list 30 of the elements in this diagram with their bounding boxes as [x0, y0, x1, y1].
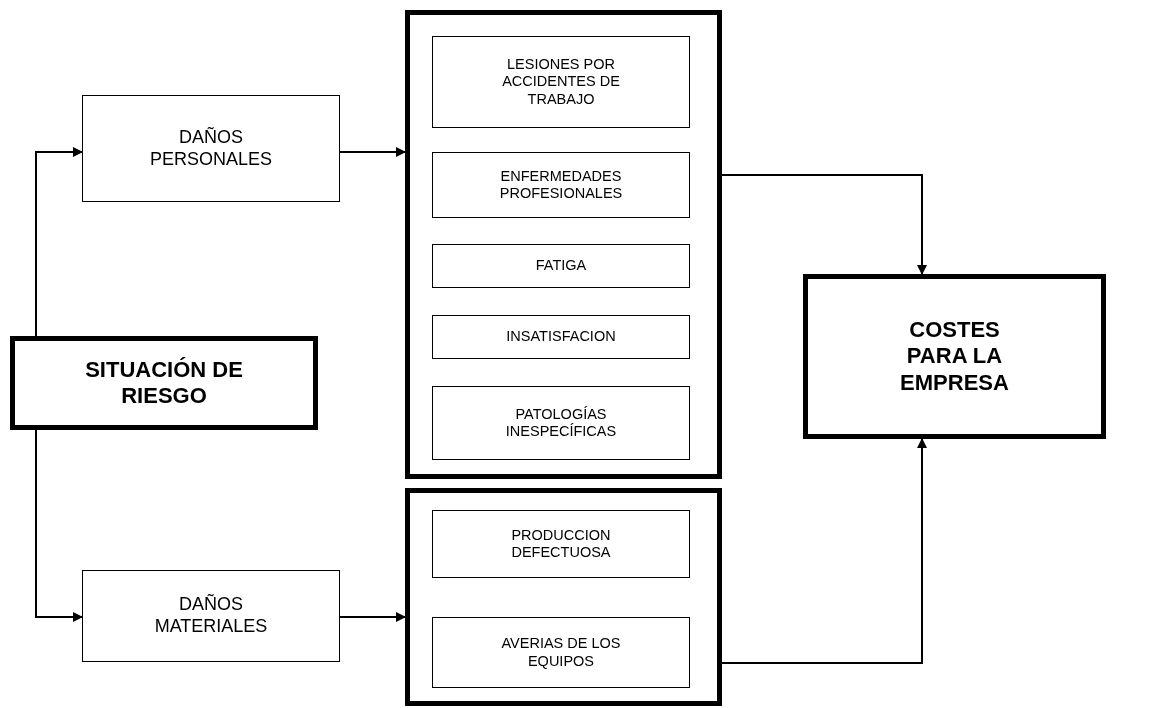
- process-box: [432, 244, 690, 288]
- arrow: [339, 612, 406, 622]
- emphasis-box: [10, 336, 318, 430]
- box-label: LESIONES POR ACCIDENTES DE TRABAJO: [501, 55, 621, 109]
- process-box: [432, 510, 690, 578]
- box-label: FATIGA: [535, 257, 587, 275]
- process-box: [432, 152, 690, 218]
- group-box: [405, 10, 722, 479]
- box-label: INSATISFACION: [506, 328, 616, 346]
- process-box: [432, 36, 690, 128]
- box-label: DAÑOS MATERIALES: [153, 594, 269, 638]
- arrow: [721, 438, 927, 664]
- arrow: [35, 429, 83, 622]
- box-label: AVERIAS DE LOS EQUIPOS: [500, 635, 622, 670]
- box-label: COSTES PARA LA EMPRESA: [899, 316, 1010, 397]
- emphasis-box: [803, 274, 1106, 439]
- arrow: [339, 147, 406, 157]
- process-box: [82, 95, 340, 202]
- box-label: DAÑOS PERSONALES: [148, 126, 273, 171]
- box-label: ENFERMEDADES PROFESIONALES: [498, 167, 624, 203]
- process-box: [432, 617, 690, 688]
- arrow: [721, 174, 927, 275]
- process-box: [82, 570, 340, 662]
- box-label: PATOLOGÍAS INESPECÍFICAS: [504, 405, 618, 441]
- arrow: [35, 147, 83, 337]
- group-box: [405, 488, 722, 706]
- box-label: SITUACIÓN DE RIESGO: [84, 356, 244, 410]
- box-label: PRODUCCION DEFECTUOSA: [510, 526, 612, 562]
- process-box: [432, 315, 690, 359]
- process-box: [432, 386, 690, 460]
